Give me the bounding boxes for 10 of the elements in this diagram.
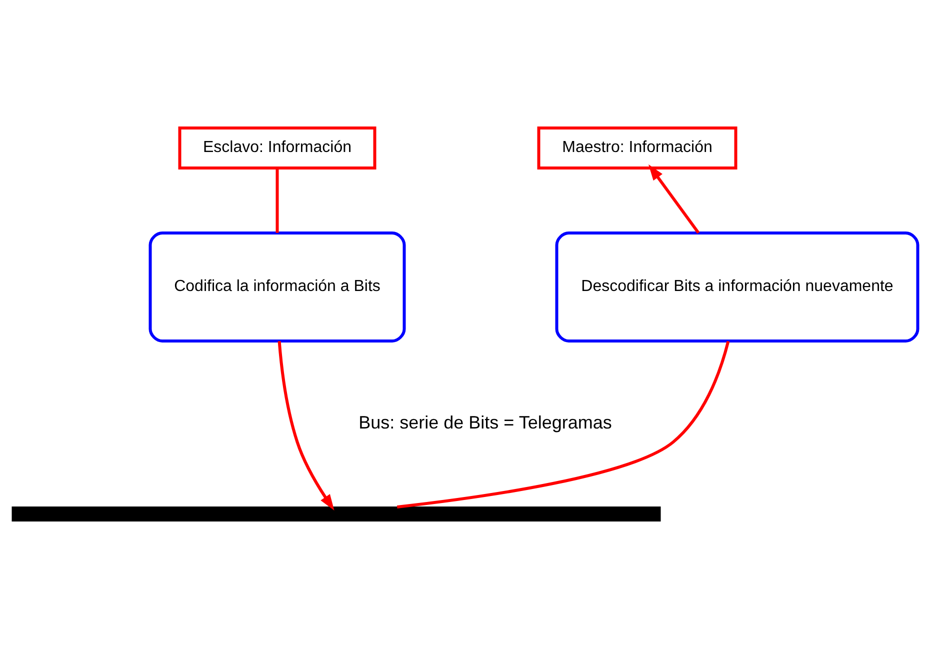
- node-box: Descodificar Bits a información nuevamente: [555, 232, 920, 342]
- node-box: Codifica la información a Bits: [148, 232, 406, 342]
- arrow: [278, 340, 334, 510]
- arrow: [648, 164, 700, 234]
- label: Bus: serie de Bits = Telegramas: [358, 412, 612, 432]
- connector: [276, 168, 279, 233]
- node-box: Esclavo: Información: [178, 126, 376, 170]
- connector: [396, 340, 730, 508]
- node-box: Maestro: Información: [537, 126, 738, 170]
- node-bar: [12, 506, 661, 522]
